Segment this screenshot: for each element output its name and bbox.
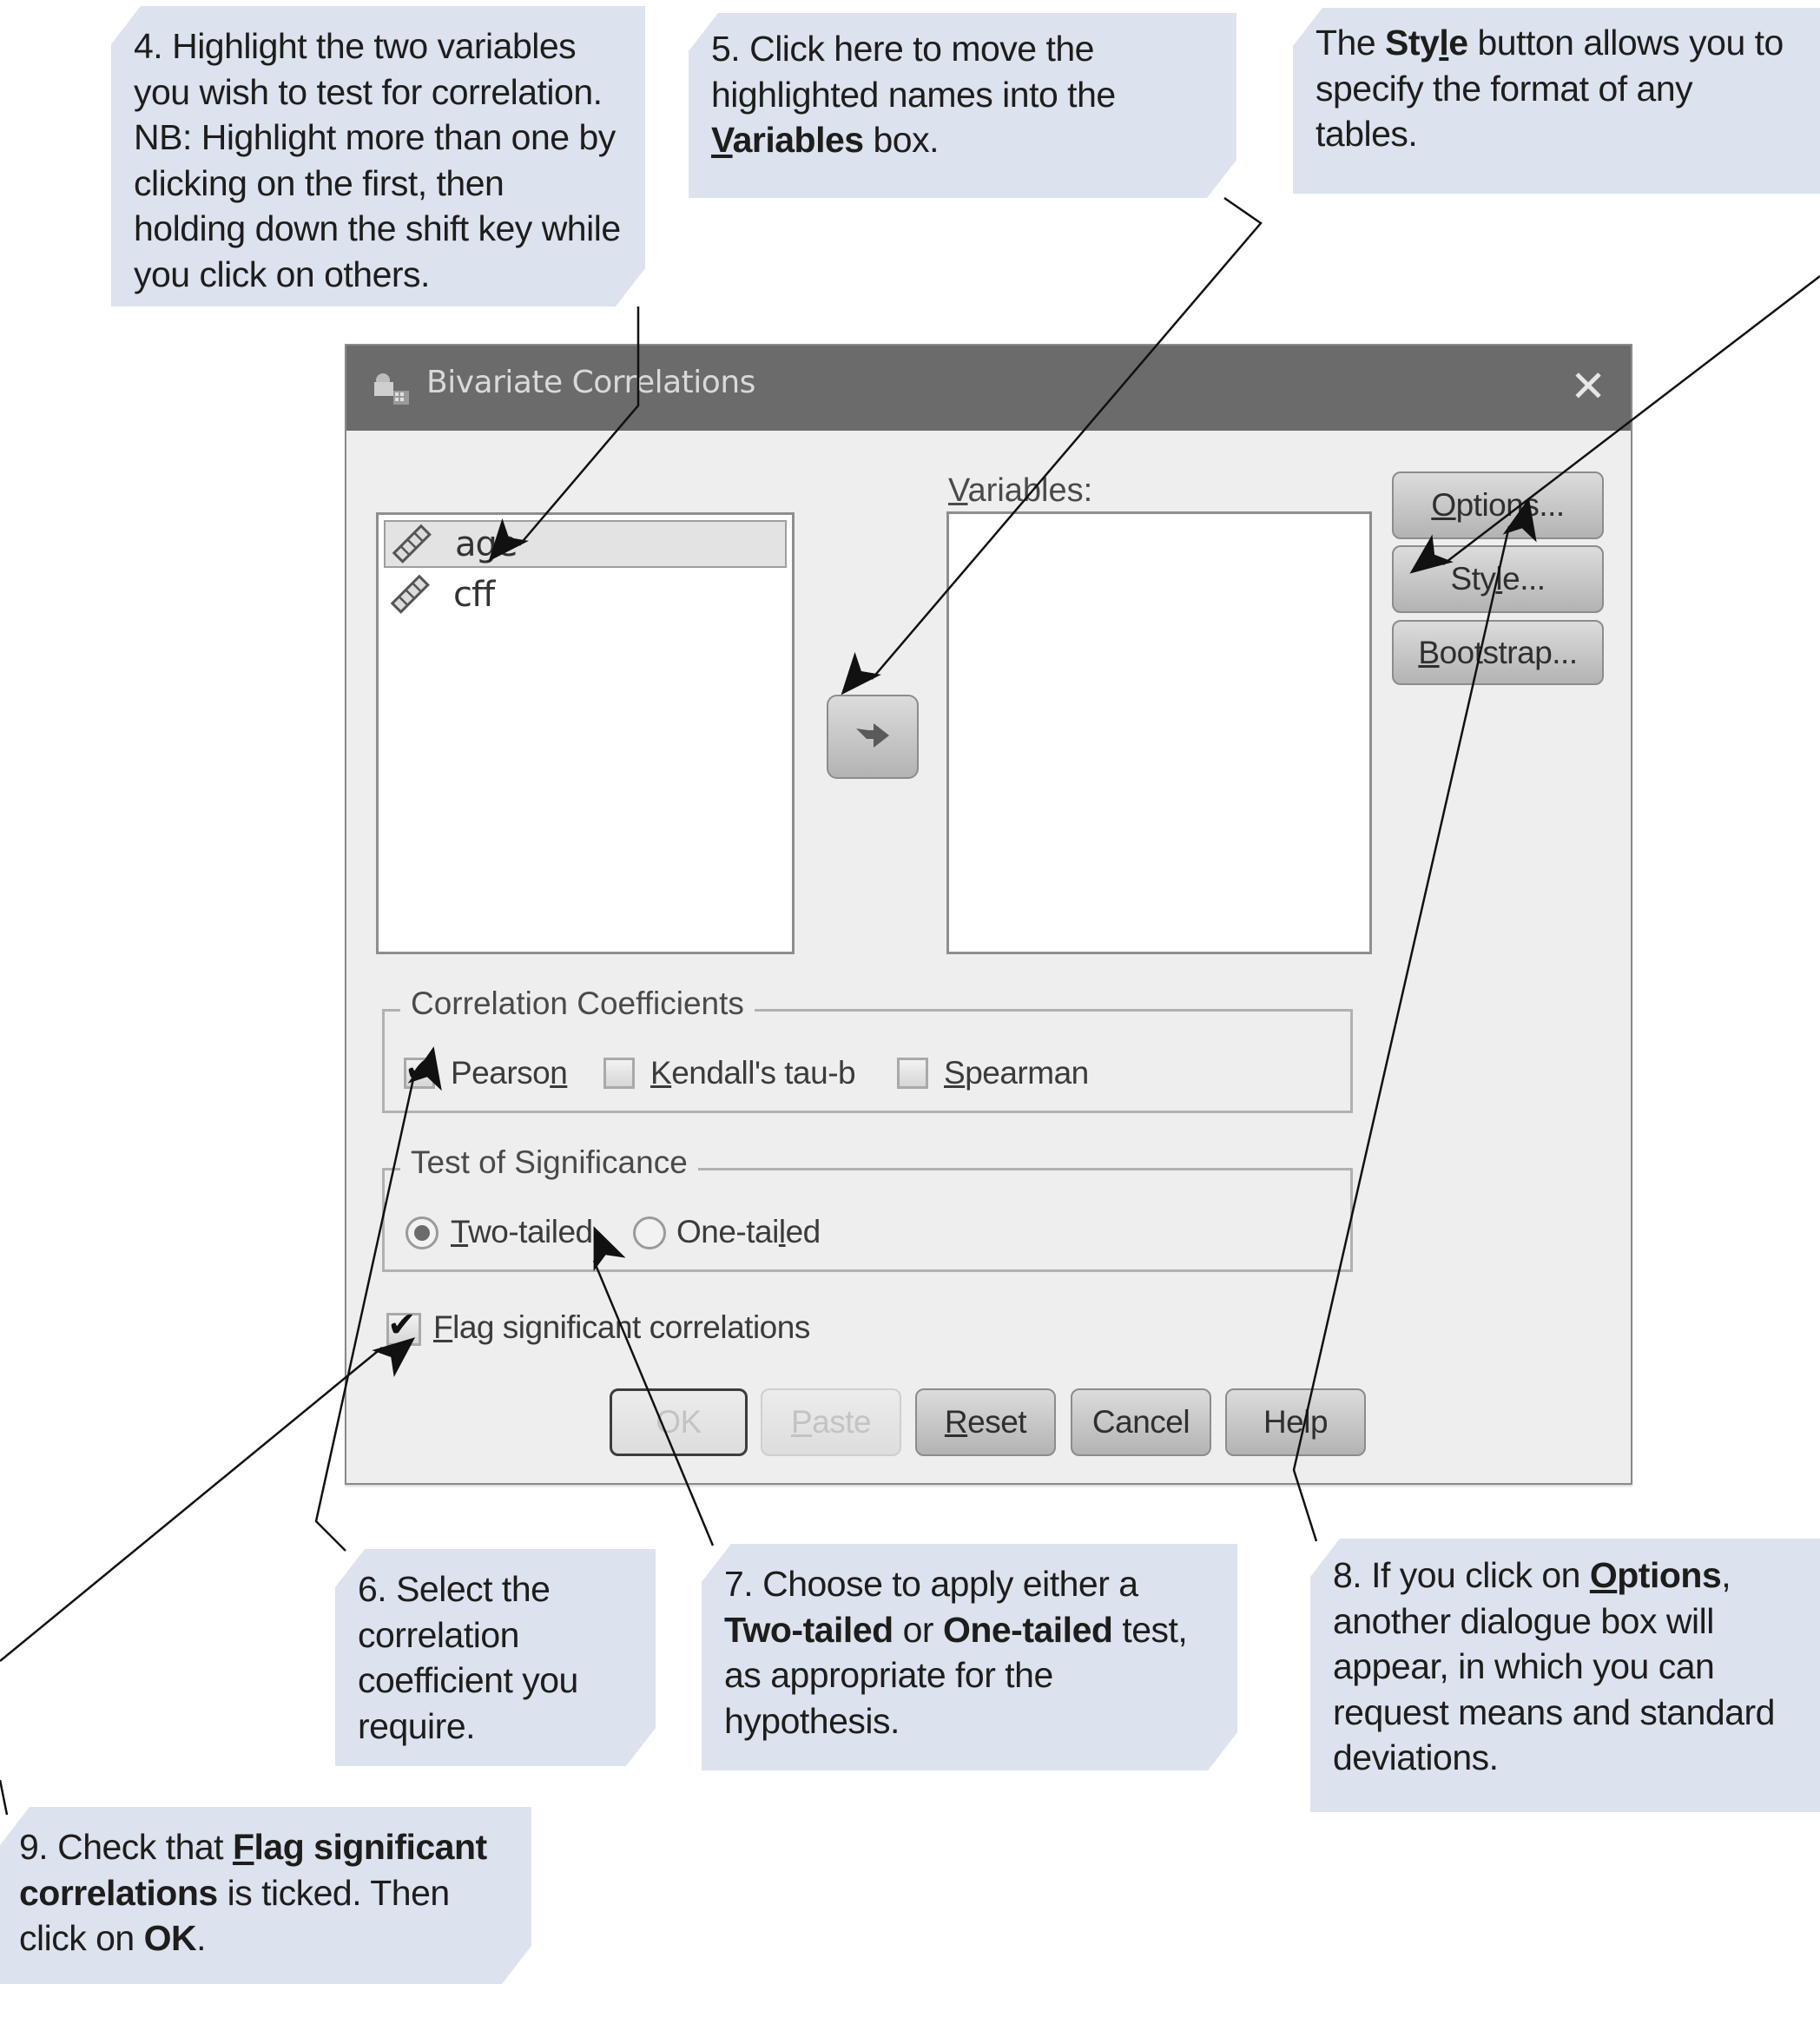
- callout-step-8-text: 8. If you click on: [1333, 1555, 1590, 1595]
- help-button[interactable]: Help: [1225, 1388, 1366, 1456]
- callout-two-tailed-term: Two-tailed: [724, 1609, 894, 1650]
- radio-selected-dot: [414, 1225, 430, 1241]
- right-arrow-icon: [856, 722, 889, 748]
- variables-target-list[interactable]: [946, 511, 1372, 954]
- two-tailed-radio[interactable]: [406, 1216, 439, 1249]
- callout-step-6-text: 6. Select the correlation coefficient yo…: [358, 1569, 578, 1746]
- callout-step-7: 7. Choose to apply either a Two-tailed o…: [702, 1544, 1237, 1770]
- callout-step-7-text: 7. Choose to apply either a: [724, 1564, 1138, 1604]
- variable-item-cff[interactable]: cff: [384, 570, 787, 618]
- callout-step-5-text: 5. Click here to move the highlighted na…: [711, 29, 1116, 115]
- callout-style-term: Style: [1385, 23, 1468, 63]
- flag-significant-checkbox[interactable]: ✔: [386, 1305, 421, 1346]
- callout-variables-term: Variables: [711, 120, 864, 160]
- callout-style-text: The: [1316, 23, 1386, 63]
- variables-label: Variables:: [948, 472, 1093, 509]
- spss-dialog-icon: [374, 373, 409, 405]
- callout-step-8: 8. If you click on Options, another dial…: [1310, 1539, 1820, 1812]
- dialog-title: Bivariate Correlations: [426, 365, 755, 400]
- variable-item-age[interactable]: age: [384, 520, 787, 568]
- source-variable-list[interactable]: age cff: [376, 512, 795, 954]
- callout-step-8-text-end: , another dialogue box will appear, in w…: [1333, 1555, 1775, 1777]
- checkmark-icon: ✔: [387, 1305, 417, 1345]
- callout-ok-term: OK: [143, 1918, 197, 1958]
- variable-label: cff: [453, 574, 495, 615]
- correlation-coefficients-group: Correlation Coefficients ✔ Pearson Kenda…: [382, 986, 1353, 1113]
- close-icon[interactable]: ✕: [1570, 361, 1606, 412]
- kendall-checkbox[interactable]: [603, 1058, 635, 1089]
- pearson-label[interactable]: Pearson: [451, 1055, 568, 1091]
- callout-options-term: Options: [1589, 1555, 1722, 1595]
- arrow-step-9: [0, 1337, 416, 1662]
- callout-step-7-or: or: [893, 1609, 943, 1650]
- callout-step-7-text-end: test, as appropriate for the hypothesis.: [724, 1609, 1188, 1741]
- callout-step-6: 6. Select the correlation coefficient yo…: [335, 1549, 656, 1766]
- kendall-label[interactable]: Kendall's tau-b: [650, 1055, 856, 1091]
- checkmark-icon: ✔: [405, 1050, 434, 1090]
- spearman-label[interactable]: Spearman: [944, 1055, 1089, 1091]
- bivariate-correlations-dialog: Bivariate Correlations ✕ age: [345, 344, 1632, 1485]
- callout-step-5-text-end: box.: [863, 120, 939, 160]
- move-to-variables-button[interactable]: [827, 695, 919, 779]
- group-legend: Test of Significance: [400, 1144, 698, 1181]
- one-tailed-radio[interactable]: [633, 1216, 666, 1249]
- callout-step-4-text: 4. Highlight the two variables you wish …: [134, 26, 621, 294]
- callout-style-note: The Style button allows you to specify t…: [1293, 8, 1820, 194]
- scale-ruler-icon: [392, 524, 432, 564]
- variable-label: age: [455, 524, 518, 564]
- cancel-button[interactable]: Cancel: [1071, 1388, 1211, 1456]
- scale-ruler-icon: [390, 574, 430, 614]
- leader-step-9: [0, 1779, 9, 1816]
- dialog-titlebar[interactable]: Bivariate Correlations ✕: [346, 346, 1631, 431]
- ok-button[interactable]: OK: [610, 1388, 748, 1456]
- flag-significant-label[interactable]: Flag significant correlations: [433, 1309, 810, 1345]
- callout-step-4: 4. Highlight the two variables you wish …: [111, 6, 645, 307]
- group-legend: Correlation Coefficients: [400, 986, 755, 1022]
- two-tailed-label[interactable]: Two-tailed: [451, 1214, 593, 1249]
- pearson-checkbox[interactable]: ✔: [404, 1050, 435, 1090]
- callout-step-9-text-mid: is ticked. Then click on: [19, 1872, 450, 1958]
- one-tailed-label[interactable]: One-tailed: [676, 1214, 821, 1249]
- callout-style-text-end: button allows you to specify the format …: [1316, 23, 1784, 154]
- callout-one-tailed-term: One-tailed: [942, 1609, 1113, 1650]
- callout-step-9: 9. Check that Flag significant correlati…: [0, 1807, 531, 1984]
- callout-flag-term: Flag significant correlations: [19, 1827, 487, 1913]
- spearman-checkbox[interactable]: [897, 1058, 928, 1089]
- callout-step-5: 5. Click here to move the highlighted na…: [689, 13, 1236, 198]
- test-of-significance-group: Test of Significance Two-tailed One-tail…: [382, 1144, 1353, 1272]
- callout-step-9-text-end: .: [196, 1918, 207, 1958]
- callout-step-9-text: 9. Check that: [19, 1827, 233, 1867]
